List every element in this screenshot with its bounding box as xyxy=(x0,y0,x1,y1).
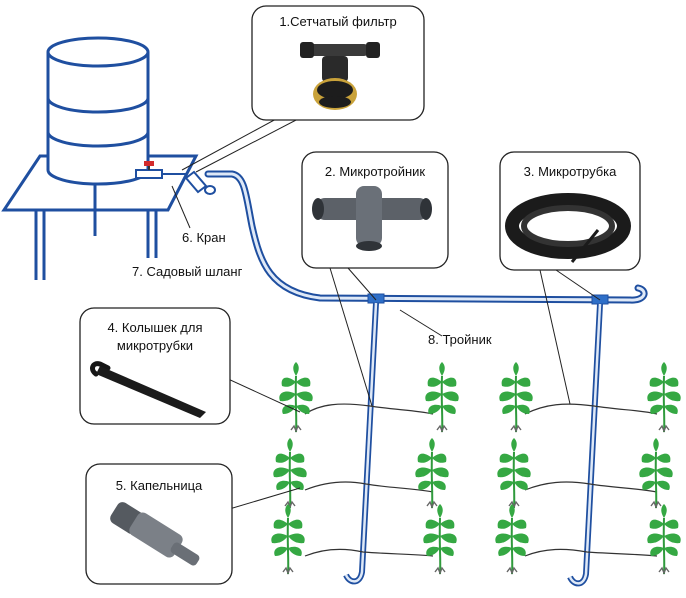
plant xyxy=(424,361,460,433)
label-micro-tube: 3. Микротрубка xyxy=(523,164,617,179)
label-micro-tee: 2. Микротройник xyxy=(324,164,426,179)
plant xyxy=(270,503,306,575)
plant xyxy=(278,361,314,433)
plants xyxy=(270,361,682,575)
label-dripper: 5. Капельница xyxy=(115,478,203,493)
label-hose: 7. Садовый шланг xyxy=(132,264,243,279)
plant xyxy=(422,503,458,575)
micro-tubes xyxy=(304,403,658,557)
tee-left xyxy=(367,293,385,304)
plant xyxy=(496,437,532,509)
pointer-lines xyxy=(171,117,601,511)
callout-stake xyxy=(79,307,231,425)
barrel-stand xyxy=(1,154,199,280)
plant xyxy=(494,503,530,575)
plant xyxy=(646,361,682,433)
branch-pipe-left xyxy=(343,302,379,585)
plant xyxy=(498,361,534,433)
label-filter: 1.Сетчатый фильтр xyxy=(279,14,397,29)
plant xyxy=(272,437,308,509)
micro-tee-image xyxy=(312,186,432,251)
label-stake-line2: микротрубки xyxy=(116,338,194,353)
water-barrel xyxy=(46,36,150,186)
label-stake-line1: 4. Колышек для xyxy=(107,320,203,335)
label-tap: 6. Кран xyxy=(182,230,226,245)
branch-pipe-right xyxy=(567,303,603,587)
plant xyxy=(414,437,450,509)
label-tee: 8. Тройник xyxy=(428,332,492,347)
filter-image xyxy=(300,42,380,110)
filter-on-line xyxy=(162,170,216,195)
dripper-image xyxy=(110,502,200,566)
stake-image xyxy=(90,361,206,418)
micro-tube-image xyxy=(505,193,631,263)
plant xyxy=(646,503,682,575)
plant xyxy=(638,437,674,509)
